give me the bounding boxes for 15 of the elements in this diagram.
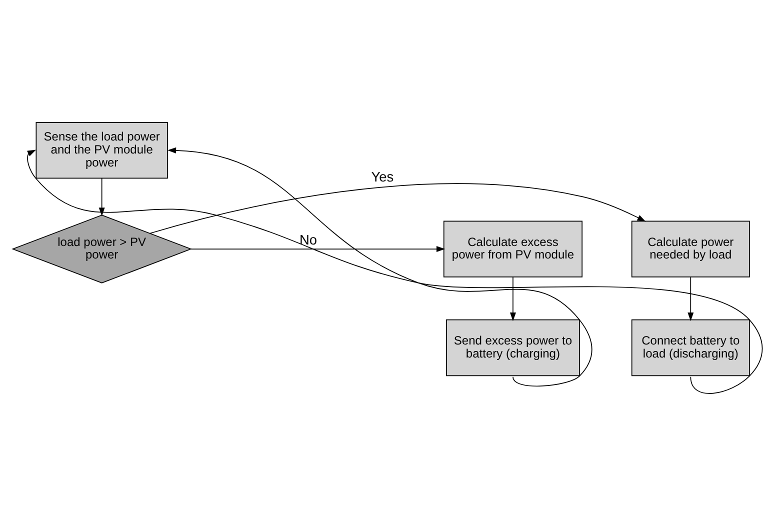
edge-label: No	[300, 232, 318, 248]
arrow	[510, 276, 516, 321]
arrow	[27, 149, 763, 394]
arrow	[149, 182, 646, 234]
edge-label: Yes	[371, 169, 394, 184]
arrow	[688, 276, 694, 321]
node-diamond: load power > PV power	[12, 214, 192, 283]
node-box: Send excess power to battery (charging)	[446, 318, 580, 376]
arrow	[167, 146, 592, 386]
arrow	[190, 246, 446, 252]
node-box: Calculate power needed by load	[631, 220, 750, 277]
node-box: Connect battery to load (discharging)	[631, 318, 750, 376]
arrow	[98, 178, 105, 216]
node-box: Sense the load power and the PV module power	[36, 122, 168, 178]
node-box: Calculate excess power from PV module	[443, 220, 582, 277]
